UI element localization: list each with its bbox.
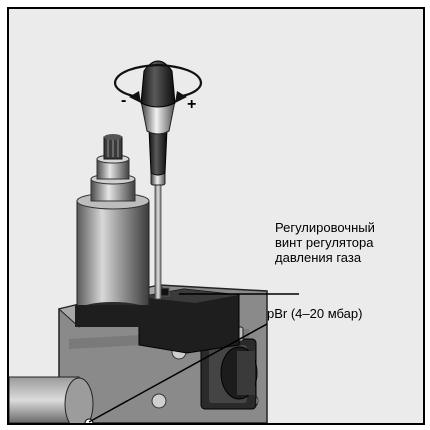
adjustment-screw-label-line-3: давления газа bbox=[275, 250, 362, 265]
adjustment-screw-label: Регулировочный винт регулятора давления … bbox=[275, 220, 375, 265]
solenoid-cylinder bbox=[75, 192, 151, 327]
adjustment-screw-label-line-2: винт регулятора bbox=[275, 235, 374, 250]
cylinder-top-rings bbox=[90, 134, 136, 202]
inlet-pipe bbox=[9, 376, 94, 423]
minus-sign: - bbox=[121, 92, 126, 109]
plus-sign: + bbox=[187, 96, 196, 113]
adjustment-screw-label-line-1: Регулировочный bbox=[275, 220, 375, 235]
pressure-leader-line bbox=[88, 323, 268, 423]
gas-valve-illustration: - + bbox=[9, 60, 299, 423]
illustration-frame: - + Регулировочный винт регулятора давле… bbox=[7, 7, 425, 425]
pressure-regulator-block bbox=[138, 287, 240, 354]
screwdriver bbox=[140, 60, 176, 300]
rotation-arrow-icon bbox=[114, 63, 202, 103]
pressure-range-label: pBr (4–20 мбар) bbox=[267, 306, 363, 321]
